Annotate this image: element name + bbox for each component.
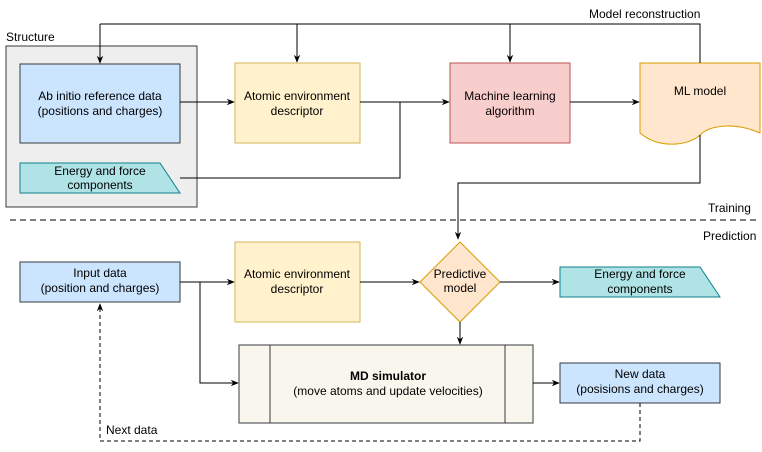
next-data-loop xyxy=(96,303,641,442)
ml-model-label: ML model xyxy=(674,84,726,98)
energy-force-training-label: Energy and force xyxy=(54,164,146,178)
arrow-input-md xyxy=(199,282,239,387)
ab-initio-box xyxy=(19,63,181,144)
training-label: Training xyxy=(708,201,751,215)
new-data-sublabel: (posisions and charges) xyxy=(576,382,703,396)
md-simulator-title: MD simulator xyxy=(350,369,426,383)
new-data-label: New data xyxy=(615,367,666,381)
energy-force-prediction-label: Energy and force xyxy=(594,267,686,281)
descriptor-box-prediction xyxy=(234,241,361,323)
reconstruction-line xyxy=(100,23,701,63)
ab-initio-sublabel: (positions and charges) xyxy=(38,104,163,118)
structure-label: Structure xyxy=(6,30,55,44)
ab-initio-label: Ab initio reference data xyxy=(38,89,162,103)
energy-force-training-sublabel: components xyxy=(67,178,132,192)
arrow-model-predictive xyxy=(454,135,701,240)
input-data-box xyxy=(19,261,181,303)
next-data-label: Next data xyxy=(106,423,158,437)
model-reconstruction-label: Model reconstruction xyxy=(589,7,700,21)
ml-algorithm-sublabel: algorithm xyxy=(485,104,534,118)
input-data-sublabel: (position and charges) xyxy=(41,281,160,295)
prediction-label: Prediction xyxy=(703,229,756,243)
md-simulator-box xyxy=(238,344,534,424)
ml-algorithm-box xyxy=(449,62,571,144)
md-simulator-subtitle: (move atoms and update velocities) xyxy=(293,384,482,398)
energy-force-card-prediction xyxy=(559,266,721,298)
predictive-model-sublabel: model xyxy=(444,281,477,295)
descriptor-training-sublabel: descriptor xyxy=(271,104,324,118)
ml-algorithm-label: Machine learning xyxy=(464,89,555,103)
predictive-model-label: Predictive xyxy=(434,267,487,281)
descriptor-box-training xyxy=(234,62,361,144)
descriptor-training-label: Atomic environment xyxy=(244,89,351,103)
ml-model-shape xyxy=(639,62,761,145)
input-data-label: Input data xyxy=(73,266,127,280)
energy-force-card-training xyxy=(19,162,181,194)
arrow-energy-ml xyxy=(180,102,401,179)
descriptor-prediction-sublabel: descriptor xyxy=(271,282,324,296)
energy-force-prediction-sublabel: components xyxy=(607,282,672,296)
descriptor-prediction-label: Atomic environment xyxy=(244,267,351,281)
